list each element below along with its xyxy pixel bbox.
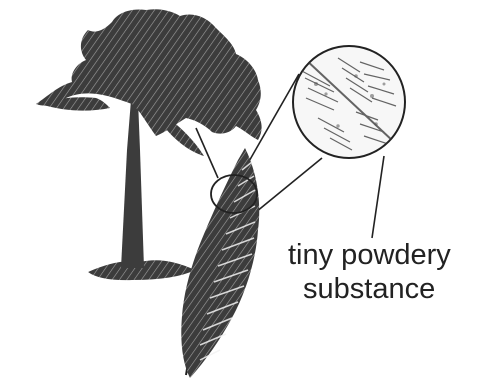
label-line-2: substance <box>303 272 484 306</box>
tree-trunk <box>121 100 144 268</box>
lens-lower-line <box>256 158 322 212</box>
fern-frond-icon <box>181 148 259 378</box>
label-pointer-line <box>372 156 384 238</box>
frond-body <box>181 148 259 378</box>
label-line-1: tiny powdery <box>288 238 484 272</box>
magnifier-icon <box>293 46 405 158</box>
